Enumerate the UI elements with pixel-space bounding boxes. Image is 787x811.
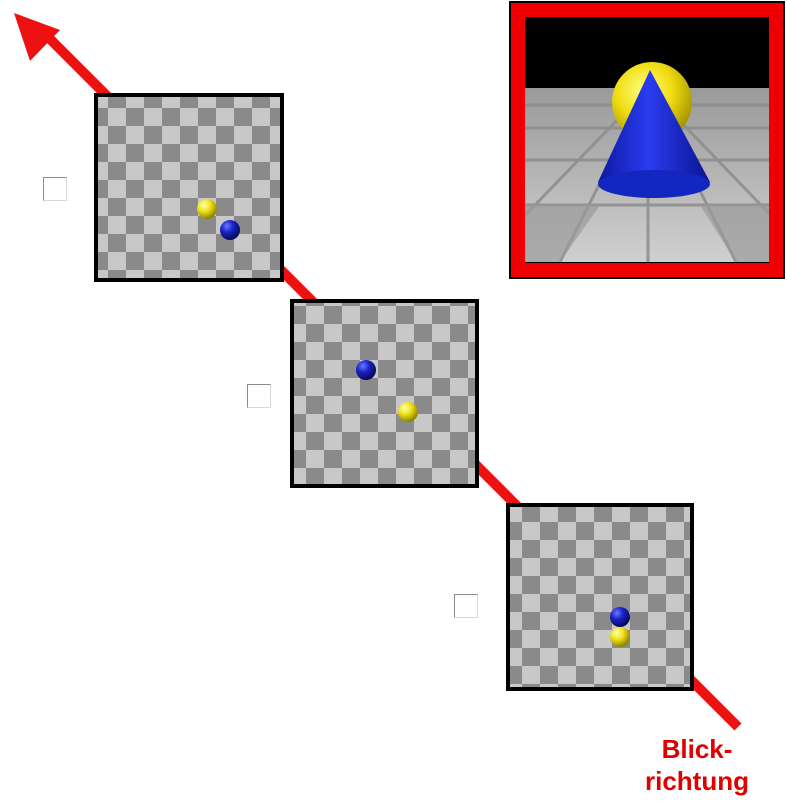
checkbox-option-3[interactable] bbox=[454, 594, 478, 618]
yellow-sphere bbox=[398, 402, 418, 422]
blue-sphere bbox=[356, 360, 376, 380]
top-view-3 bbox=[508, 505, 692, 689]
view-direction-label: Blick- richtung bbox=[612, 733, 782, 797]
perspective-view bbox=[480, 2, 787, 278]
blue-sphere bbox=[610, 607, 630, 627]
top-view-2 bbox=[292, 301, 477, 486]
blue-sphere bbox=[220, 220, 240, 240]
checkbox-option-1[interactable] bbox=[43, 177, 67, 201]
top-view-1 bbox=[96, 95, 282, 280]
view-direction-label-line-2: richtung bbox=[612, 765, 782, 797]
checkbox-option-2[interactable] bbox=[247, 384, 271, 408]
yellow-sphere bbox=[610, 627, 630, 647]
yellow-sphere bbox=[197, 199, 217, 219]
view-direction-label-line-1: Blick- bbox=[612, 733, 782, 765]
